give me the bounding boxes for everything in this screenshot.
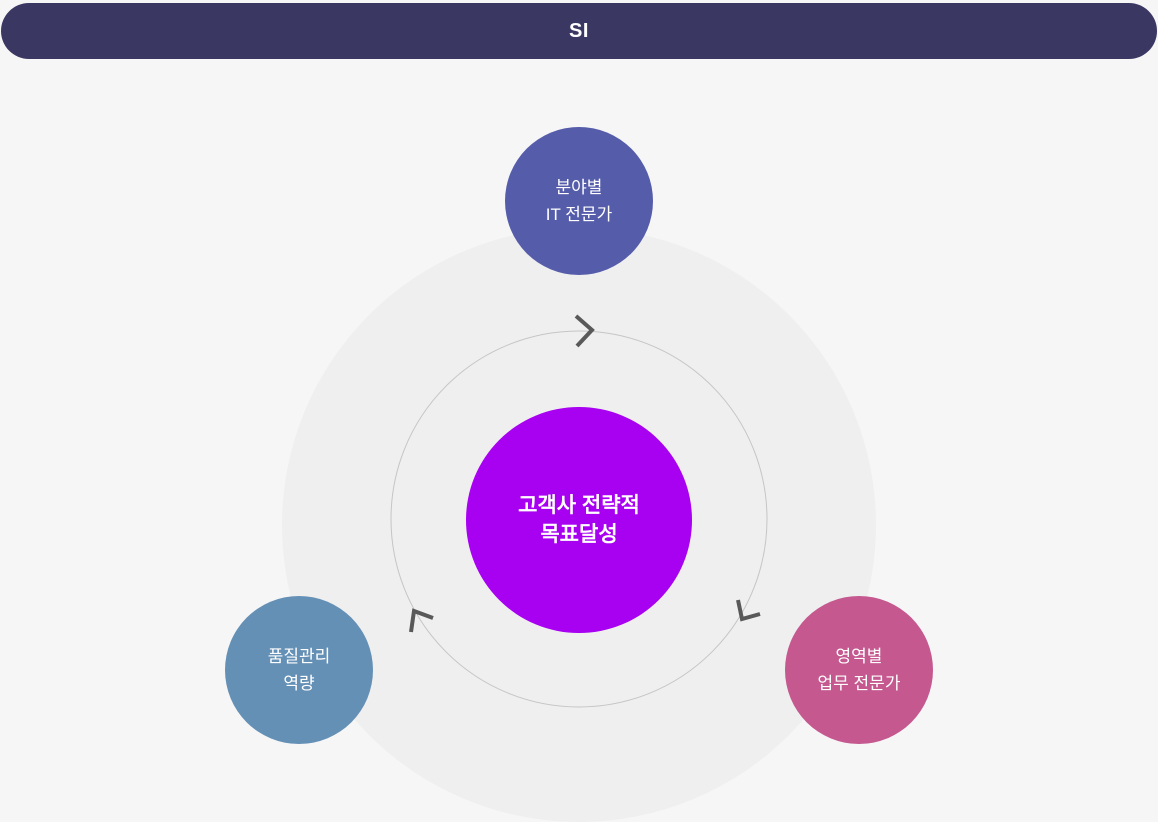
satellite-it-experts-circle: 분야별 IT 전문가	[505, 127, 653, 275]
satellite-domain-experts-line-2: 업무 전문가	[817, 674, 901, 693]
satellite-it-experts-line-1: 분야별	[555, 178, 603, 197]
satellite-domain-experts-line-1: 영역별	[835, 647, 883, 666]
center-goal-circle: 고객사 전략적 목표달성	[466, 407, 692, 633]
satellite-quality-line-1: 품질관리	[267, 647, 331, 666]
satellite-quality-line-2: 역량	[283, 674, 315, 693]
satellite-quality-circle: 품질관리 역량	[225, 596, 373, 744]
page-title: SI	[569, 19, 589, 42]
satellite-it-experts-line-2: IT 전문가	[545, 205, 613, 224]
center-goal-line-1: 고객사 전략적	[518, 494, 640, 517]
title-bar: SI	[1, 3, 1157, 59]
center-goal-line-2: 목표달성	[540, 523, 618, 546]
satellite-domain-experts-circle: 영역별 업무 전문가	[785, 596, 933, 744]
